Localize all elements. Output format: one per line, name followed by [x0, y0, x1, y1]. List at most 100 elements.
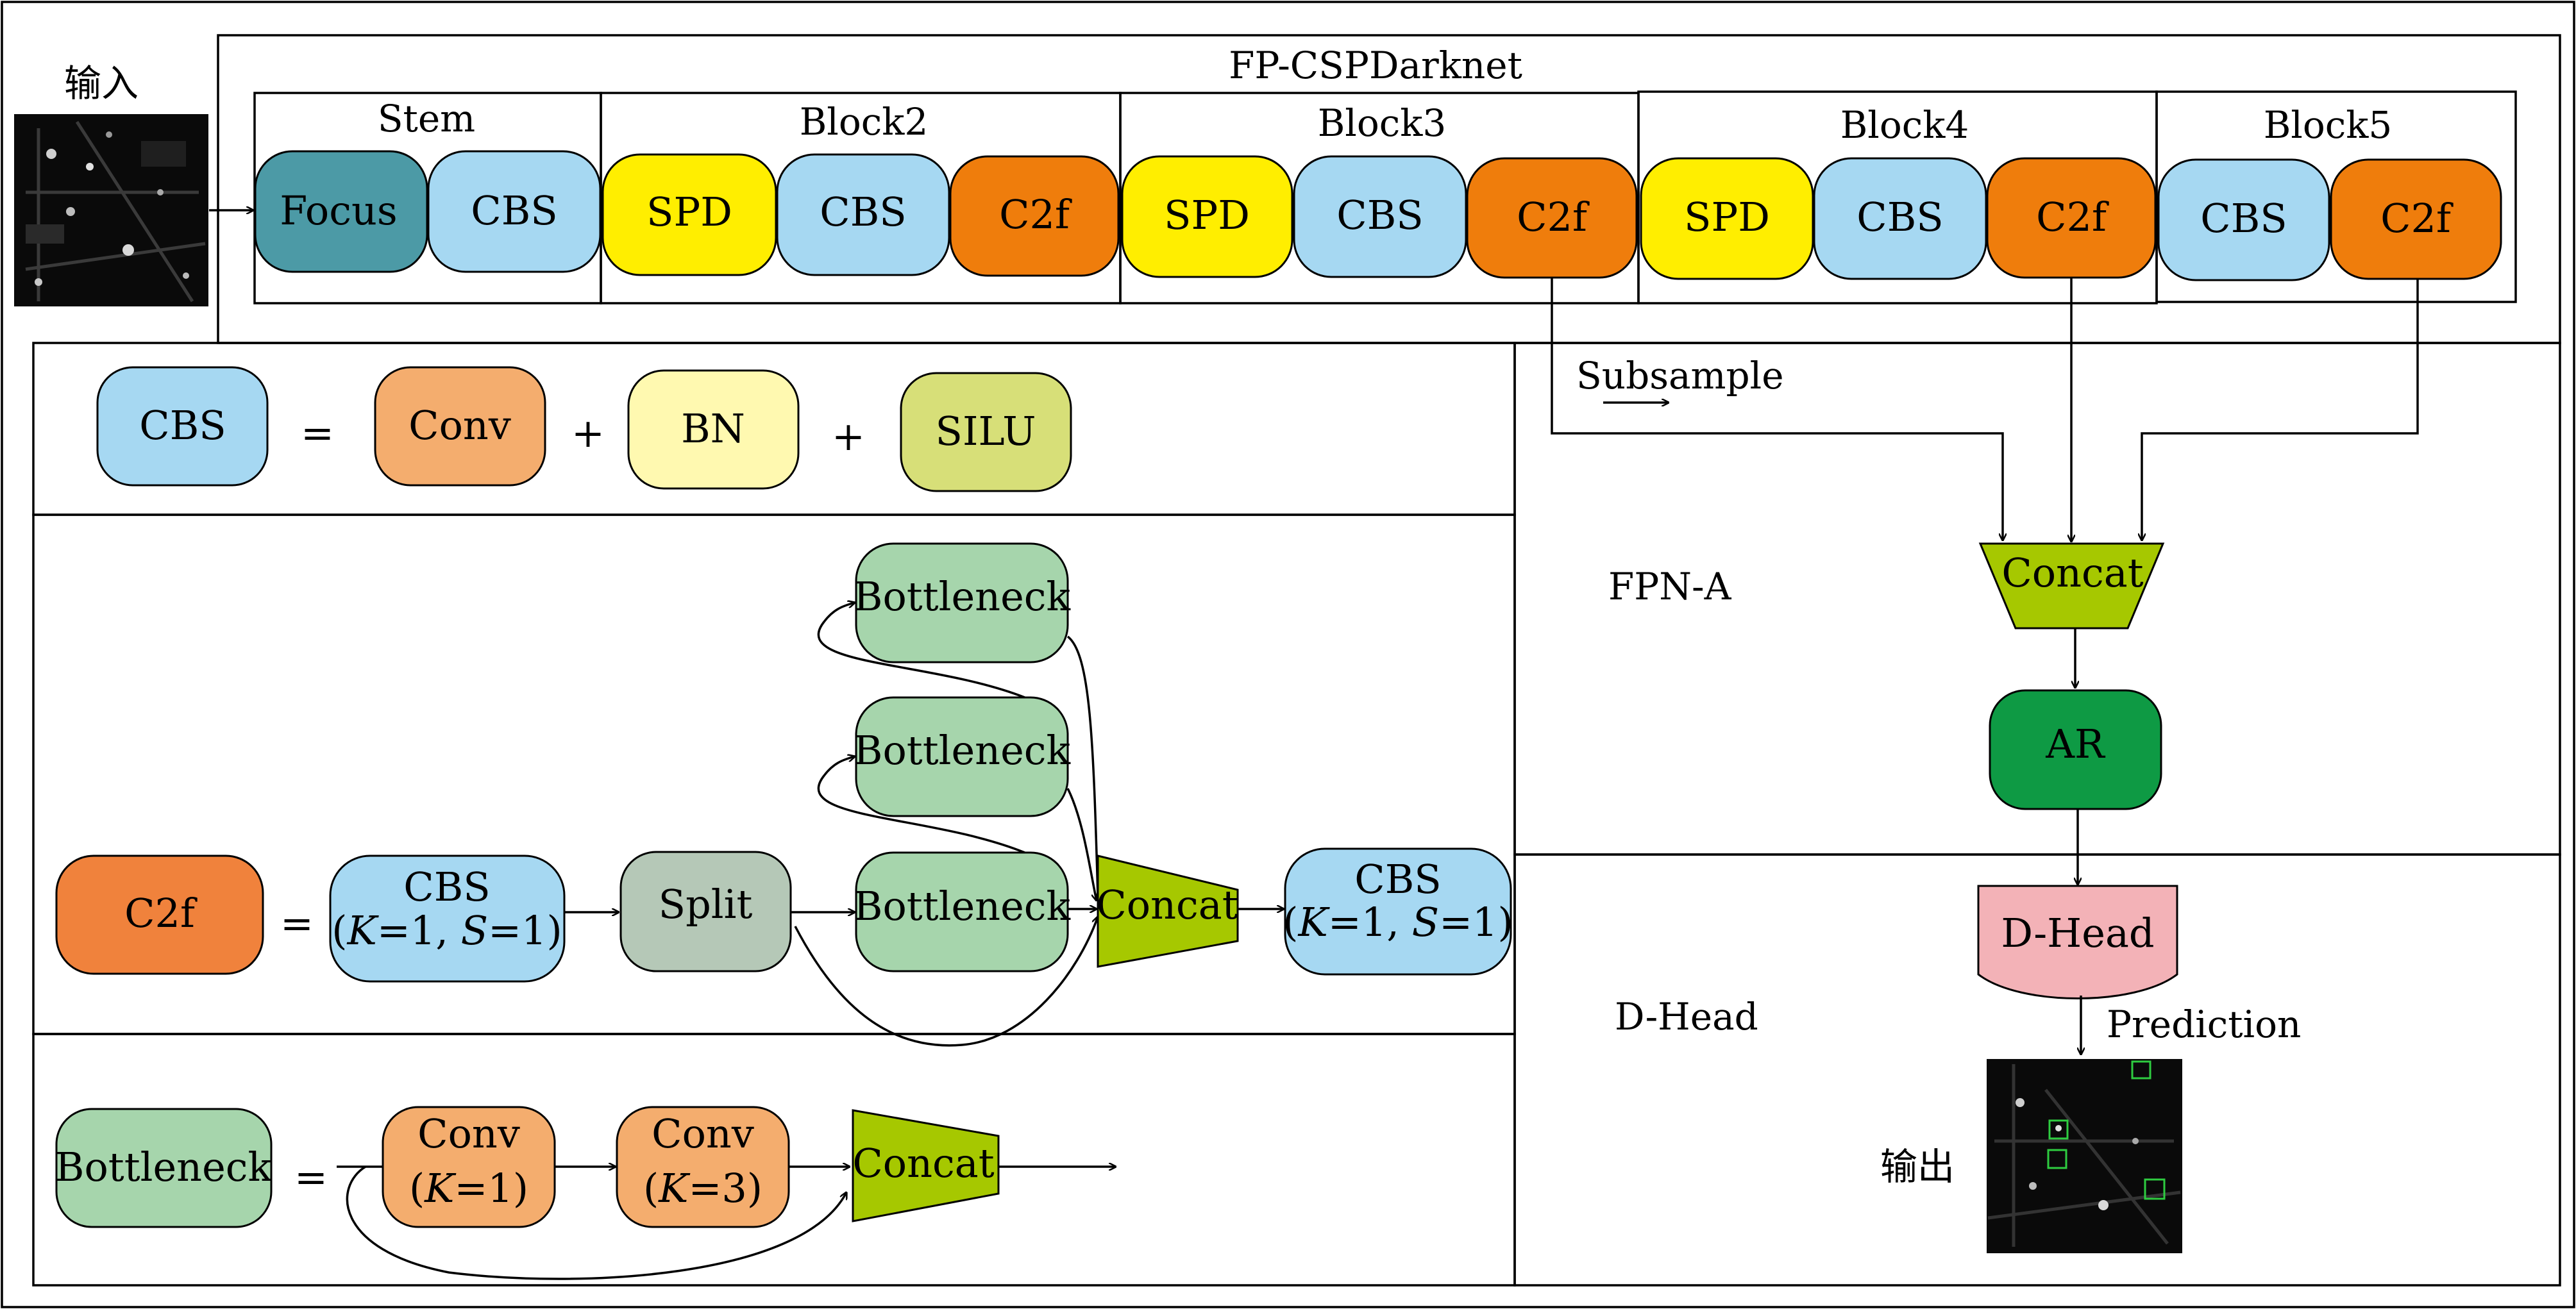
wire-block3-to-concat	[1551, 278, 2003, 540]
svg-text:Concat: Concat	[2001, 549, 2143, 596]
detection-box	[2131, 1060, 2151, 1080]
stage-block4-label: Block4	[1840, 103, 1969, 147]
svg-text:CBS: CBS	[820, 188, 906, 235]
svg-text:C2f: C2f	[999, 191, 1072, 238]
svg-text:BN: BN	[681, 405, 745, 452]
svg-text:CBS: CBS	[2200, 195, 2287, 242]
detection-box	[2048, 1119, 2069, 1140]
c2f-edge-split-concat	[794, 917, 1098, 1047]
svg-text:CBS: CBS	[139, 402, 226, 449]
stage-block5-frame	[2155, 90, 2517, 303]
head-frame	[1513, 853, 2561, 1287]
legend-bottleneck-concat-node: Concat	[852, 1109, 1000, 1222]
legend-bottleneck-node-2: Bottleneck	[854, 696, 1071, 817]
legend-conv-node: Conv	[374, 366, 546, 487]
block3-cbs-block: CBS	[1293, 155, 1467, 278]
svg-text:Bottleneck: Bottleneck	[854, 727, 1071, 774]
c2f-skip-arc-1	[817, 603, 1025, 699]
output-label: 输出	[1880, 1145, 1955, 1188]
stage-block5-label: Block5	[2264, 103, 2393, 147]
legend-c2f-cbs-node: CBS (K=1, S=1)	[329, 855, 566, 983]
svg-text:SILU: SILU	[936, 408, 1036, 454]
fpn-section-label: FPN-A	[1608, 565, 1732, 608]
backbone-title: FP-CSPDarknet	[1229, 44, 1522, 87]
legend-bottleneck-node-3: Bottleneck	[854, 851, 1071, 972]
block4-cbs-block: CBS	[1813, 157, 1987, 280]
dhead-section-label: D-Head	[1615, 995, 1758, 1038]
ar-node: AR	[1989, 689, 2162, 810]
block4-spd-block: SPD	[1640, 157, 1814, 280]
block3-c2f-block: C2f	[1466, 157, 1638, 279]
svg-text:SPD: SPD	[1684, 194, 1770, 240]
block5-cbs-block: CBS	[2157, 158, 2330, 281]
legend-silu-node: SILU	[900, 372, 1072, 492]
stage-stem-label: Stem	[378, 97, 475, 140]
svg-text:(K=1, S=1): (K=1, S=1)	[332, 907, 562, 954]
legend-plus-1: +	[571, 410, 605, 456]
prediction-label: Prediction	[2107, 1003, 2301, 1046]
subsample-label: Subsample	[1576, 354, 1784, 397]
svg-text:Conv: Conv	[652, 1110, 754, 1157]
svg-text:Concat: Concat	[1096, 881, 1238, 928]
legend-bottleneck-lhs: Bottleneck	[55, 1108, 273, 1228]
legend-c2f-concat-node: Concat	[1096, 855, 1239, 968]
svg-text:Focus: Focus	[280, 187, 397, 234]
svg-text:Bottleneck: Bottleneck	[55, 1144, 273, 1190]
wire-block5-to-concat	[2142, 279, 2419, 540]
c2f-skip-arc-2	[817, 756, 1025, 854]
input-label: 输入	[64, 62, 139, 105]
legend-c2f-out-cbs-node: CBS (K=1, S=1)	[1283, 847, 1513, 976]
output-image	[1987, 1059, 2182, 1253]
svg-text:Conv: Conv	[408, 402, 511, 449]
block2-c2f-block: C2f	[949, 155, 1120, 277]
block3-spd-block: SPD	[1121, 155, 1293, 278]
legend-conv-k3-node: Conv (K=3)	[616, 1106, 790, 1228]
svg-text:Bottleneck: Bottleneck	[854, 883, 1071, 930]
input-image	[14, 114, 208, 306]
svg-text:Split: Split	[659, 881, 753, 928]
svg-text:SPD: SPD	[646, 188, 732, 235]
svg-text:C2f: C2f	[1517, 194, 1590, 240]
block4-c2f-block: C2f	[1986, 157, 2157, 279]
fpn-concat-node: Concat	[1978, 542, 2165, 629]
svg-text:CBS: CBS	[471, 187, 557, 234]
focus-block: Focus	[254, 150, 428, 273]
svg-text:(K=3): (K=3)	[643, 1165, 762, 1212]
legend-conv-k1-node: Conv (K=1)	[382, 1106, 556, 1228]
svg-text:CBS: CBS	[1856, 194, 1943, 240]
svg-text:C2f: C2f	[2036, 194, 2109, 240]
svg-text:(K=1, S=1): (K=1, S=1)	[1283, 899, 1513, 946]
bottleneck-skip-arc	[346, 1165, 846, 1280]
block5-c2f-block: C2f	[2330, 158, 2502, 280]
detection-box	[2144, 1178, 2166, 1200]
c2f-edge-b2-concat	[1066, 788, 1097, 901]
svg-text:D-Head: D-Head	[2001, 910, 2154, 956]
svg-text:SPD: SPD	[1164, 192, 1250, 238]
legend-cbs-equals: =	[301, 410, 334, 456]
stem-cbs-block: CBS	[427, 150, 602, 273]
c2f-edge-b1-concat	[1066, 635, 1098, 897]
legend-bn-node: BN	[627, 369, 800, 490]
svg-text:CBS: CBS	[1336, 192, 1423, 238]
svg-text:C2f: C2f	[124, 890, 198, 937]
dhead-node: D-Head	[1977, 885, 2178, 999]
svg-text:CBS: CBS	[403, 863, 490, 910]
svg-text:C2f: C2f	[2380, 195, 2454, 242]
svg-text:Bottleneck: Bottleneck	[854, 573, 1071, 620]
stage-block3-label: Block3	[1318, 101, 1447, 145]
backbone-panel: FP-CSPDarknet Stem Block2 Block3 Block4 …	[217, 34, 2561, 344]
block2-cbs-block: CBS	[776, 153, 950, 276]
svg-text:AR: AR	[2045, 721, 2106, 767]
stage-block2-label: Block2	[800, 100, 929, 144]
legend-plus-2: +	[832, 413, 865, 460]
legend-c2f-lhs: C2f	[55, 855, 264, 975]
legend-split-node: Split	[619, 851, 792, 972]
legend-c2f-equals: =	[280, 900, 314, 947]
block2-spd-block: SPD	[602, 153, 777, 276]
svg-text:Concat: Concat	[852, 1140, 994, 1187]
legend-bottleneck-equals: =	[294, 1154, 328, 1201]
svg-text:Conv: Conv	[417, 1110, 520, 1157]
svg-text:CBS: CBS	[1354, 856, 1441, 903]
